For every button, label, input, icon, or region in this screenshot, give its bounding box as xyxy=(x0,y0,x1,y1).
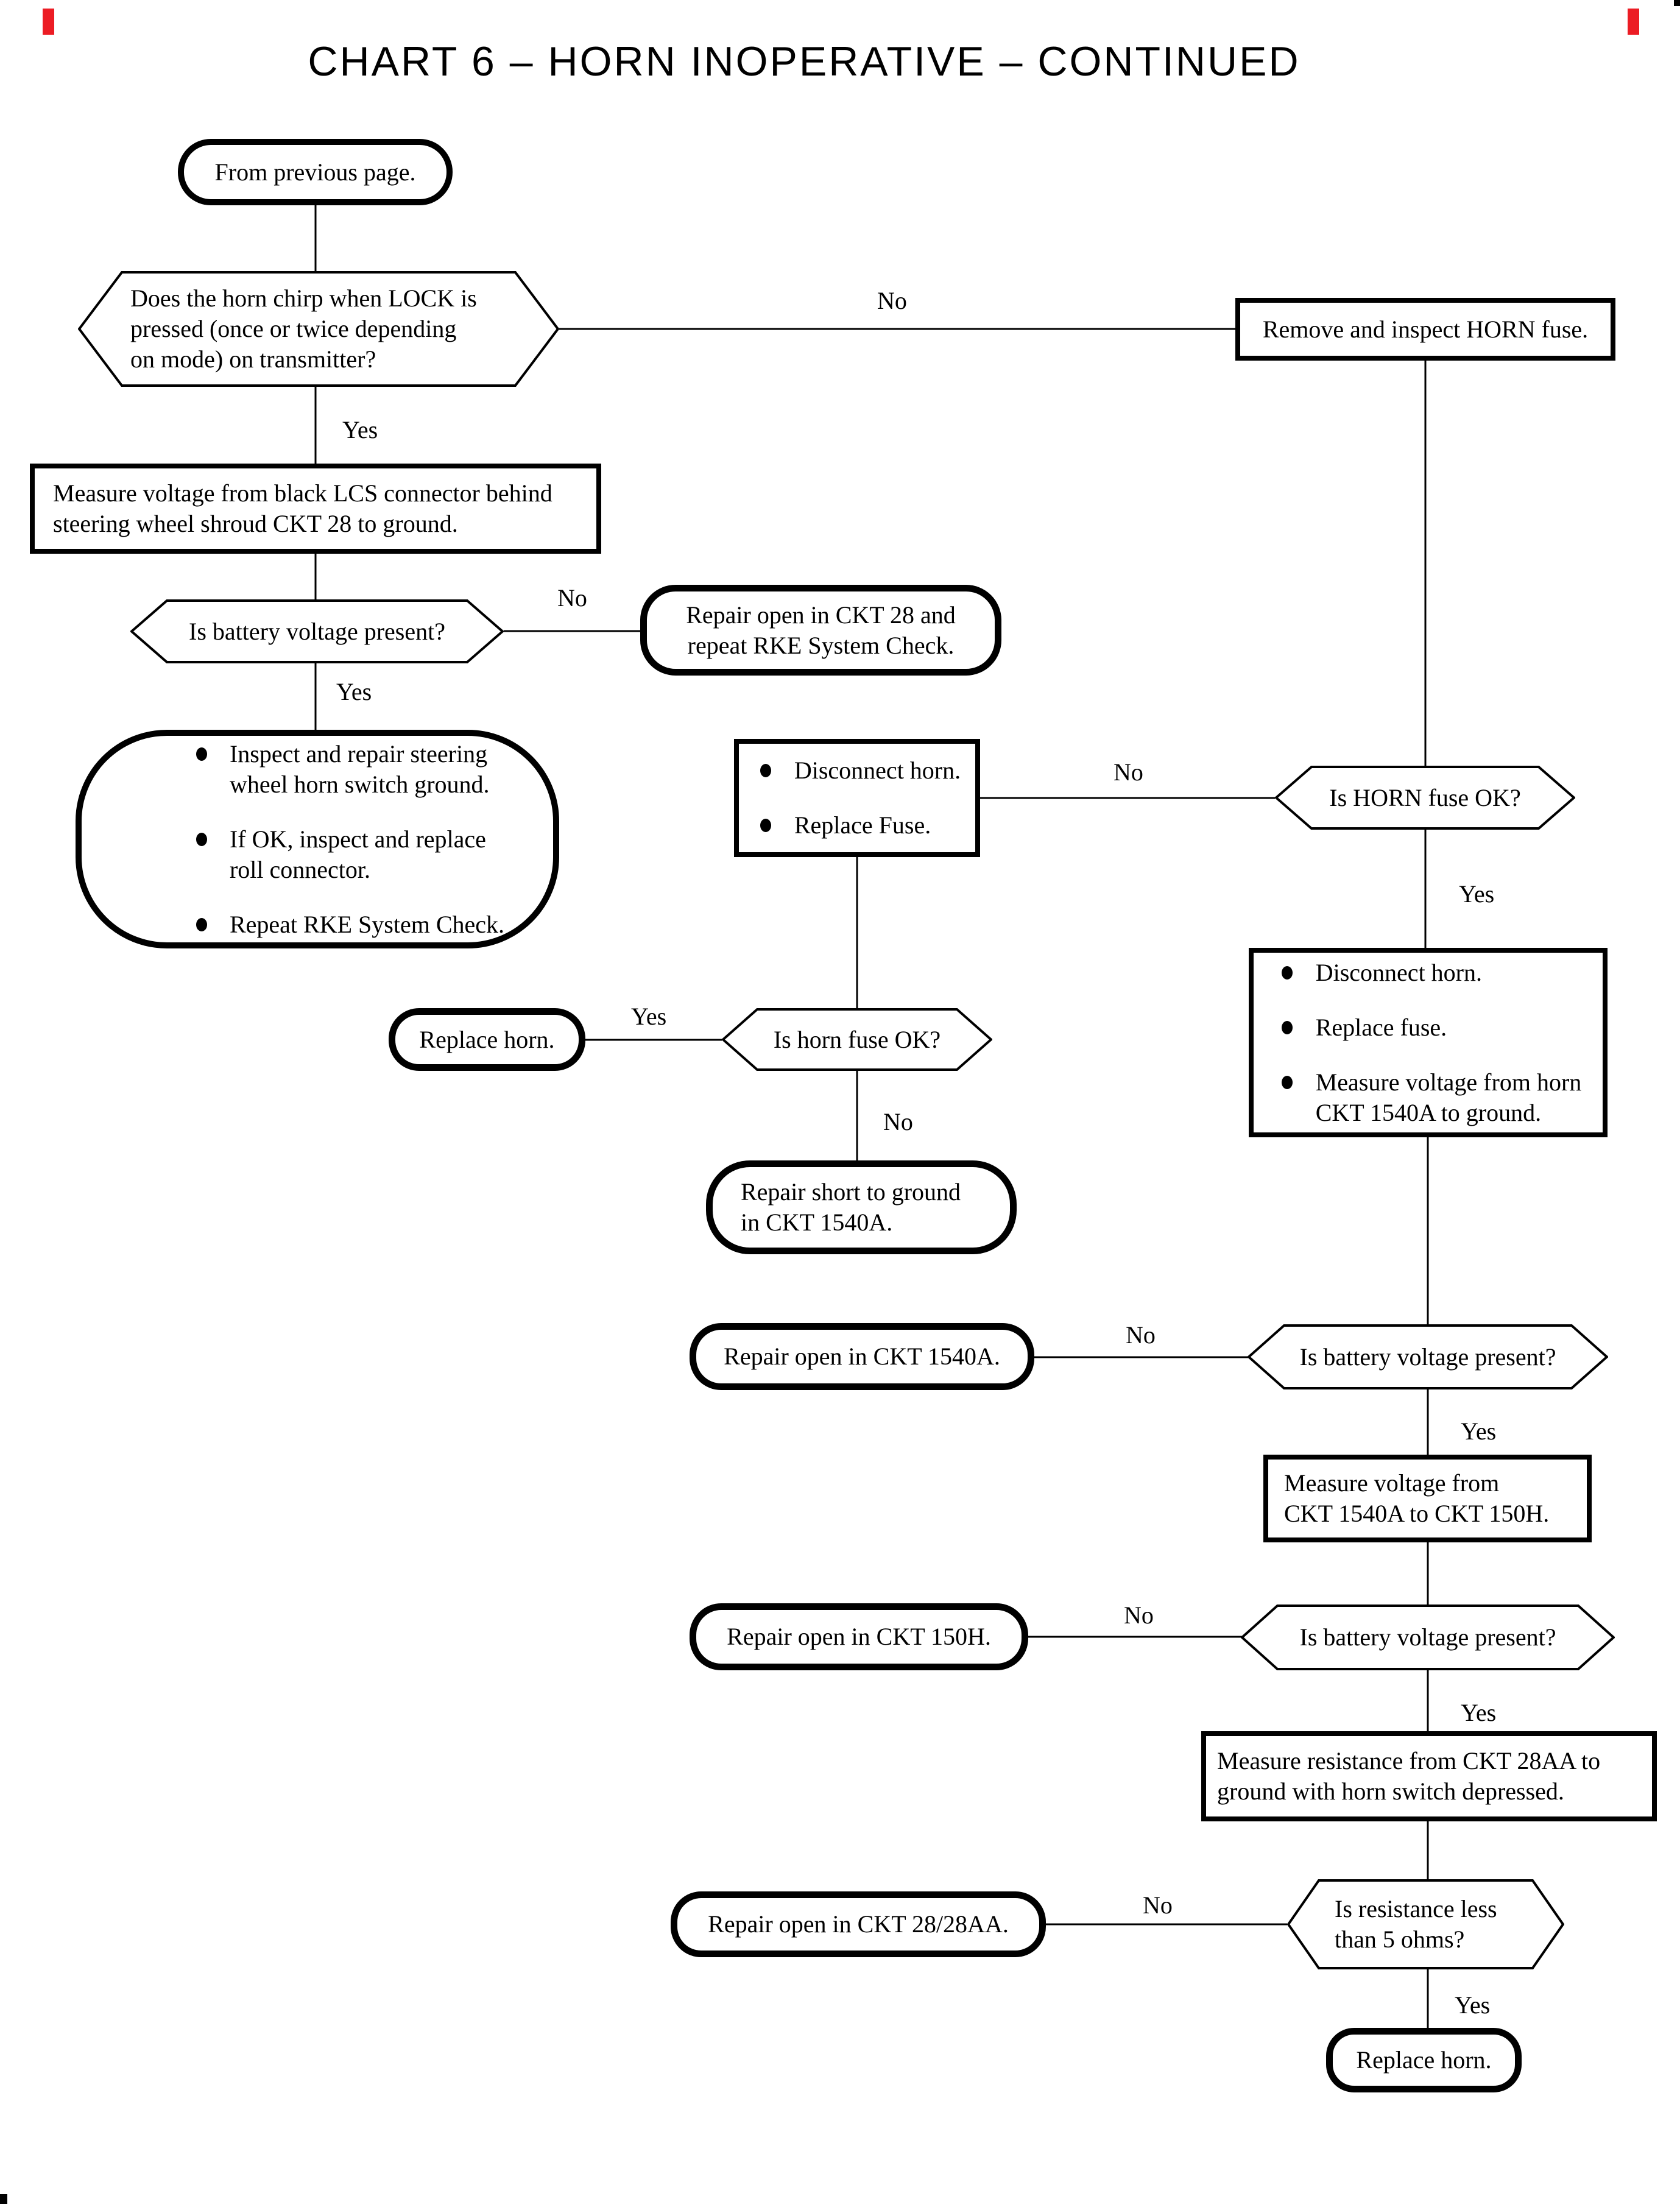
red-registration-mark-left xyxy=(43,9,54,35)
edge-label-yes: Yes xyxy=(1461,1417,1497,1445)
hexagon-shape xyxy=(78,271,559,387)
action-item: Repeat RKE System Check. xyxy=(196,909,504,940)
action-list: Inspect and repair steering wheel horn s… xyxy=(124,739,510,940)
node-text: Replace horn. xyxy=(1356,2046,1492,2074)
hexagon-shape xyxy=(1275,766,1575,830)
decision-resistance-less-5-ohms: Is resistance less than 5 ohms? xyxy=(1287,1879,1564,1969)
action-list: Disconnect horn. Replace fuse. Measure v… xyxy=(1269,958,1588,1128)
page-title: CHART 6 – HORN INOPERATIVE – CONTINUED xyxy=(308,38,1301,85)
process-measure-voltage-1540a-150h: Measure voltage from CKT 1540A to CKT 15… xyxy=(1263,1455,1592,1542)
terminator-replace-horn-1: Replace horn. xyxy=(389,1008,585,1071)
edge-label-no: No xyxy=(1143,1891,1173,1919)
scan-artifact-top-right xyxy=(1674,0,1680,6)
action-item: If OK, inspect and replace roll connecto… xyxy=(196,824,504,885)
terminator-replace-horn-2: Replace horn. xyxy=(1326,2028,1522,2092)
hexagon-shape xyxy=(1287,1879,1564,1969)
terminator-repair-open-ckt150h: Repair open in CKT 150H. xyxy=(690,1603,1028,1670)
edge-label-yes: Yes xyxy=(1461,1699,1497,1726)
action-item: Disconnect horn. xyxy=(760,755,961,786)
edge-label-yes: Yes xyxy=(631,1003,667,1030)
hexagon-shape xyxy=(722,1008,992,1071)
decision-horn-fuse-ok-2: Is horn fuse OK? xyxy=(722,1008,992,1071)
node-text: Does the horn chirp when LOCK is pressed… xyxy=(130,284,477,373)
action-list: Disconnect horn. Replace Fuse. xyxy=(747,755,967,841)
action-item: Measure voltage from horn CKT 1540A to g… xyxy=(1281,1067,1581,1128)
decision-battery-voltage-3: Is battery voltage present? xyxy=(1241,1605,1615,1670)
node-text: Is resistance less than 5 ohms? xyxy=(1335,1895,1497,1953)
node-text: Is battery voltage present? xyxy=(1299,1623,1556,1651)
process-disconnect-replace-measure: Disconnect horn. Replace fuse. Measure v… xyxy=(1249,948,1608,1137)
terminator-repair-open-ckt28: Repair open in CKT 28 and repeat RKE Sys… xyxy=(640,585,1001,676)
decision-horn-fuse-ok: Is HORN fuse OK? xyxy=(1275,766,1575,830)
edge-label-no: No xyxy=(883,1108,913,1135)
scan-artifact-bottom-left xyxy=(0,2194,7,2204)
edge-label-no: No xyxy=(877,287,907,314)
node-text: Replace horn. xyxy=(419,1025,555,1053)
action-item: Disconnect horn. xyxy=(1281,958,1582,988)
decision-battery-voltage-2: Is battery voltage present? xyxy=(1248,1324,1608,1389)
hexagon-shape xyxy=(130,599,504,663)
node-text: From previous page. xyxy=(214,158,416,186)
node-text: Is battery voltage present? xyxy=(1299,1343,1556,1371)
node-text: Is battery voltage present? xyxy=(189,617,445,645)
decision-horn-chirp: Does the horn chirp when LOCK is pressed… xyxy=(78,271,559,387)
hexagon-shape xyxy=(1241,1605,1615,1670)
node-text: Measure resistance from CKT 28AA to grou… xyxy=(1217,1747,1601,1805)
process-measure-resistance-ckt28aa: Measure resistance from CKT 28AA to grou… xyxy=(1201,1731,1657,1821)
terminator-repair-short-ckt1540a: Repair short to ground in CKT 1540A. xyxy=(706,1160,1017,1254)
node-text: Repair open in CKT 28/28AA. xyxy=(708,1910,1009,1938)
decision-battery-voltage-1: Is battery voltage present? xyxy=(130,599,504,663)
action-item: Replace fuse. xyxy=(1281,1012,1582,1043)
edge-label-yes: Yes xyxy=(342,416,378,443)
edge-label-yes: Yes xyxy=(1455,1991,1491,2019)
node-text: Is horn fuse OK? xyxy=(773,1025,941,1053)
terminator-repair-open-ckt28-28aa: Repair open in CKT 28/28AA. xyxy=(671,1891,1046,1957)
node-text: Repair open in CKT 28 and repeat RKE Sys… xyxy=(686,601,956,659)
edge-label-no: No xyxy=(1124,1601,1154,1629)
process-remove-inspect-horn-fuse: Remove and inspect HORN fuse. xyxy=(1235,298,1615,361)
red-registration-mark-right xyxy=(1628,9,1639,35)
edge-label-yes: Yes xyxy=(1459,880,1495,908)
edge-label-no: No xyxy=(1114,758,1143,786)
node-text: Repair short to ground in CKT 1540A. xyxy=(741,1178,961,1236)
action-item: Replace Fuse. xyxy=(760,810,961,841)
node-text: Repair open in CKT 1540A. xyxy=(724,1343,1000,1370)
edge-label-no: No xyxy=(1126,1321,1156,1349)
node-text: Measure voltage from black LCS connector… xyxy=(53,479,552,537)
terminator-repair-open-ckt1540a: Repair open in CKT 1540A. xyxy=(690,1323,1034,1390)
node-text: Is HORN fuse OK? xyxy=(1329,783,1521,811)
process-measure-voltage-lcs-ckt28: Measure voltage from black LCS connector… xyxy=(30,464,601,554)
edge-label-no: No xyxy=(557,584,587,612)
node-text: Repair open in CKT 150H. xyxy=(727,1623,991,1650)
edge-label-yes: Yes xyxy=(336,678,372,705)
process-disconnect-horn-replace-fuse: Disconnect horn. Replace Fuse. xyxy=(734,739,980,857)
terminator-from-previous-page: From previous page. xyxy=(178,139,453,205)
terminator-steering-wheel-actions: Inspect and repair steering wheel horn s… xyxy=(76,730,559,948)
hexagon-shape xyxy=(1248,1324,1608,1389)
action-item: Inspect and repair steering wheel horn s… xyxy=(196,739,504,800)
node-text: Remove and inspect HORN fuse. xyxy=(1262,315,1589,343)
node-text: Measure voltage from CKT 1540A to CKT 15… xyxy=(1284,1469,1550,1527)
